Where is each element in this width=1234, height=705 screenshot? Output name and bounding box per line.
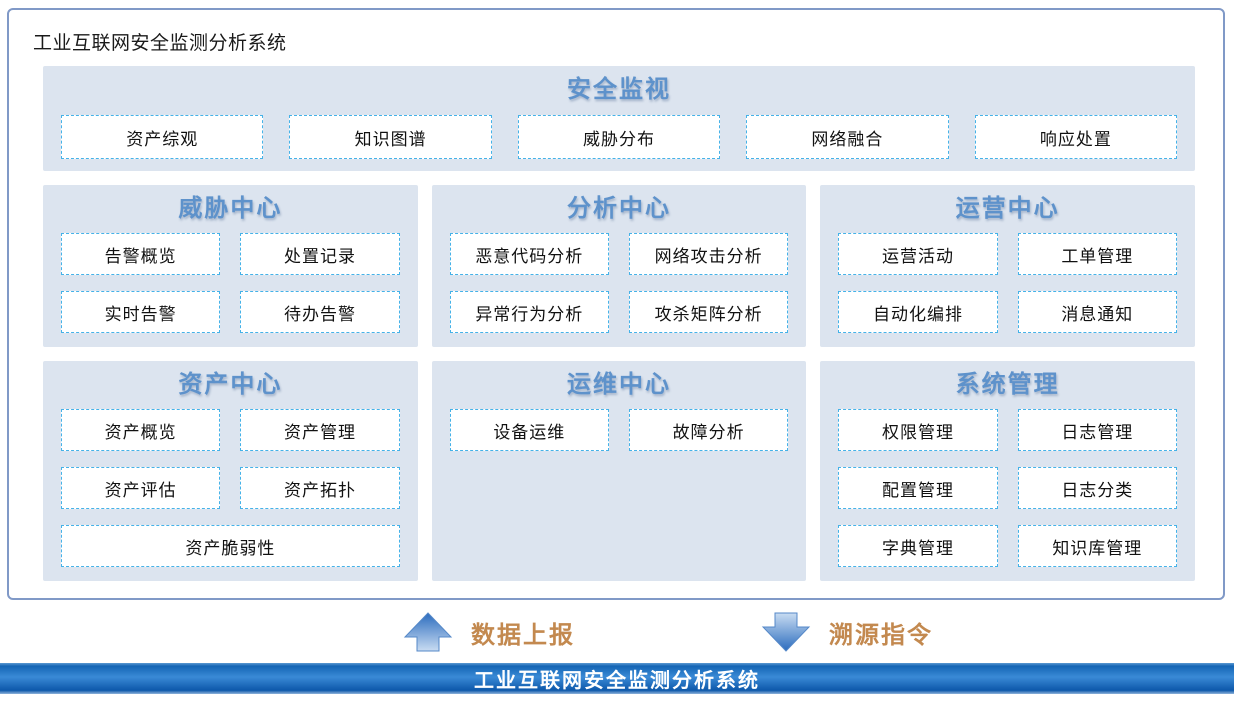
module-box: 设备运维 [449,409,609,451]
analysis-center-items: 恶意代码分析 网络攻击分析 异常行为分析 攻杀矩阵分析 [449,233,789,333]
up-arrow-icon [403,612,453,652]
module-box: 知识图谱 [289,115,492,159]
module-box: 攻杀矩阵分析 [628,291,789,333]
module-box: 日志管理 [1017,409,1177,451]
module-box: 资产综观 [61,115,264,159]
panel-title-operation-center: 运营中心 [955,195,1060,222]
panel-title-maintenance-center: 运维中心 [566,371,671,398]
platform-bar: 工业互联网安全监测分析系统 [0,663,1234,694]
panel-title-security-monitor: 安全监视 [567,76,671,103]
panel-title-system-management: 系统管理 [955,371,1060,398]
panel-system-management: 系统管理 权限管理 日志管理 配置管理 日志分类 字典管理 知识库管理 [820,361,1195,581]
data-report-flow: 数据上报 [403,611,575,653]
asset-center-items: 资产概览 资产管理 资产评估 资产拓扑 资产脆弱性 [61,409,400,567]
panel-title-asset-center: 资产中心 [178,371,283,398]
panel-title-threat-center: 威胁中心 [178,195,283,222]
threat-center-items: 告警概览 处置记录 实时告警 待办告警 [61,233,400,333]
module-box: 资产拓扑 [240,467,400,509]
module-box: 配置管理 [838,467,998,509]
panel-stack: 安全监视 资产综观 知识图谱 威胁分布 网络融合 响应处置 威胁中心 告警概览 … [43,66,1195,581]
down-arrow-icon [761,612,811,652]
panel-analysis-center: 分析中心 恶意代码分析 网络攻击分析 异常行为分析 攻杀矩阵分析 [431,185,807,347]
data-report-label: 数据上报 [471,621,575,649]
center-row-2: 资产中心 资产概览 资产管理 资产评估 资产拓扑 资产脆弱性 运维中心 设备运维… [43,361,1195,581]
maintenance-center-items: 设备运维 故障分析 [449,409,789,451]
module-box: 工单管理 [1017,233,1177,275]
module-box: 字典管理 [838,525,998,567]
center-row-1: 威胁中心 告警概览 处置记录 实时告警 待办告警 分析中心 恶意代码分析 网络攻… [43,185,1195,347]
platform-bar-label: 工业互联网安全监测分析系统 [474,670,760,692]
module-box: 待办告警 [240,291,400,333]
module-box: 资产评估 [61,467,221,509]
module-box: 恶意代码分析 [449,233,609,275]
system-management-items: 权限管理 日志管理 配置管理 日志分类 字典管理 知识库管理 [838,409,1177,567]
module-box: 资产概览 [61,409,221,451]
panel-security-monitor: 安全监视 资产综观 知识图谱 威胁分布 网络融合 响应处置 [43,66,1195,171]
operation-center-items: 运营活动 工单管理 自动化编排 消息通知 [838,233,1177,333]
module-box: 资产脆弱性 [61,525,400,567]
panel-asset-center: 资产中心 资产概览 资产管理 资产评估 资产拓扑 资产脆弱性 [43,361,418,581]
module-box: 实时告警 [61,291,221,333]
module-box: 资产管理 [240,409,400,451]
module-box: 处置记录 [240,233,400,275]
module-box: 自动化编排 [838,291,998,333]
module-box: 响应处置 [974,115,1178,159]
module-box: 网络攻击分析 [628,233,789,275]
panel-maintenance-center: 运维中心 设备运维 故障分析 [431,361,807,581]
module-box: 知识库管理 [1017,525,1177,567]
module-box: 消息通知 [1017,291,1177,333]
page-title: 工业互联网安全监测分析系统 [33,33,287,54]
trace-command-label: 溯源指令 [829,621,933,649]
system-frame: 工业互联网安全监测分析系统 安全监视 资产综观 知识图谱 威胁分布 网络融合 响… [7,8,1225,600]
module-box: 日志分类 [1017,467,1177,509]
panel-operation-center: 运营中心 运营活动 工单管理 自动化编排 消息通知 [820,185,1195,347]
module-box: 运营活动 [838,233,998,275]
module-box: 权限管理 [838,409,998,451]
module-box: 网络融合 [746,115,949,159]
module-box: 威胁分布 [517,115,721,159]
panel-threat-center: 威胁中心 告警概览 处置记录 实时告警 待办告警 [43,185,418,347]
security-monitor-items: 资产综观 知识图谱 威胁分布 网络融合 响应处置 [61,115,1178,159]
trace-command-flow: 溯源指令 [761,611,933,653]
module-box: 告警概览 [61,233,221,275]
data-flow-row: 数据上报 溯源指令 [0,601,1234,663]
panel-title-analysis-center: 分析中心 [566,195,671,222]
module-box: 异常行为分析 [449,291,609,333]
module-box: 故障分析 [628,409,789,451]
